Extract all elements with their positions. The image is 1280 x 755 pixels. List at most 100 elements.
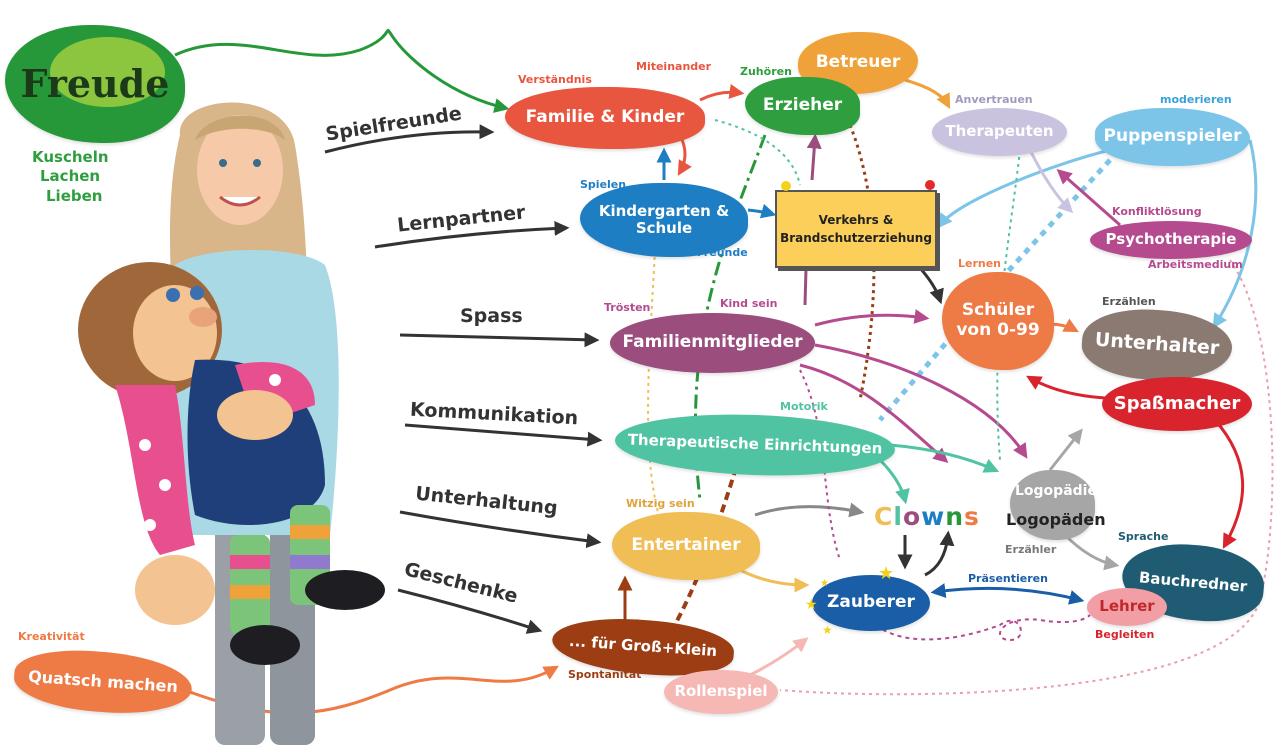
node-kindergarten-line2: Schule: [635, 219, 693, 237]
node-bauchredner-label: Bauchredner: [1138, 568, 1248, 596]
link-therapeuten-psycho: [1028, 149, 1074, 214]
node-zauberer[interactable]: Zauberer: [812, 575, 930, 631]
pin-icon: [781, 181, 791, 191]
node-rollenspiel-label: Rollenspiel: [674, 682, 768, 701]
node-spassmacher-label: Spaßmacher: [1113, 392, 1241, 414]
tag-anvertrauen: Anvertrauen: [955, 93, 1033, 106]
node-lehrer[interactable]: Lehrer: [1087, 588, 1167, 626]
freude-title: Freude: [20, 61, 170, 107]
tag-erzaehler: Erzähler: [1005, 543, 1057, 556]
star-icon: ★: [878, 563, 895, 584]
tag-motorik: Motorik: [780, 400, 828, 413]
node-schueler-line2: von 0-99: [956, 320, 1040, 340]
node-verkehr-line1: Verkehrs &: [818, 213, 894, 227]
tag-kreativitaet: Kreativität: [18, 630, 85, 643]
node-gross-klein-label: ... für Groß+Klein: [568, 632, 718, 661]
node-kindergarten-schule[interactable]: Kindergarten & Schule: [580, 183, 748, 257]
node-logopaeden-label: Logopäden: [1006, 510, 1106, 529]
node-entertainer-label: Entertainer: [631, 535, 741, 556]
node-spassmacher[interactable]: Spaßmacher: [1102, 377, 1252, 431]
link-kiga-verkehr: [747, 203, 777, 219]
tag-praesentieren: Präsentieren: [968, 572, 1048, 585]
star-icon: ★: [822, 623, 833, 637]
link-logo-up: [1048, 428, 1083, 471]
node-freude[interactable]: Freude: [5, 25, 185, 143]
link-erzieher-dotted: [848, 124, 876, 401]
link-puppenspieler-verkehr: [937, 148, 1111, 229]
tag-freunde: Freunde: [697, 246, 748, 259]
link-familienmitglieder-schueler: [814, 309, 930, 327]
link-geschenke: [397, 588, 543, 634]
link-spassmacher-bauchredner: [1213, 419, 1245, 549]
link-spassmacher-unterhalter: [1026, 375, 1106, 400]
tag-begleiten: Begleiten: [1095, 628, 1155, 641]
node-puppenspieler[interactable]: Puppenspieler: [1095, 108, 1250, 166]
clowns-letter-5: s: [964, 502, 980, 531]
tag-konfliktloesung: Konfliktlösung: [1112, 205, 1202, 218]
link-therapeutische-clowns: [878, 458, 910, 505]
link-puppenspieler-unterhalter: [1212, 139, 1258, 329]
link-entertainer-clowns: [754, 502, 865, 518]
clowns-letter-0: C: [874, 502, 894, 531]
link-yellow-dotted: [647, 249, 661, 521]
node-therapeuten-label: Therapeuten: [945, 122, 1054, 141]
link-entertainer-zauberer: [739, 568, 810, 593]
link-teal-dotted: [714, 119, 801, 186]
clowns-letter-3: w: [921, 502, 946, 531]
node-lehrer-label: Lehrer: [1099, 597, 1155, 616]
tag-logopaedie: Logopädie: [1015, 483, 1097, 499]
node-zauberer-label: Zauberer: [827, 592, 915, 613]
star-icon: ★: [820, 578, 829, 589]
node-unterhalter-label: Unterhalter: [1094, 328, 1220, 360]
tag-verstaendnis: Verständnis: [518, 73, 592, 86]
tag-spontanitaet: Spontanität: [568, 668, 642, 681]
node-familienmitglieder-label: Familienmitglieder: [622, 332, 803, 353]
pin-icon: [925, 180, 935, 190]
link-erzieher-dashdot: [693, 134, 767, 501]
link-zauberer-lehrer: [930, 583, 1085, 605]
node-familie-kinder[interactable]: Familie & Kinder: [505, 87, 705, 149]
link-verkehr-schueler: [918, 267, 944, 305]
link-freude-familie: [174, 29, 510, 113]
link-logo-bauchredner: [1063, 533, 1120, 571]
node-erzieher-label: Erzieher: [762, 95, 843, 116]
tag-spielen: Spielen: [580, 178, 627, 191]
freude-sub-0: Kuscheln: [32, 148, 109, 166]
tag-troesten: Trösten: [604, 301, 651, 314]
node-psychotherapie[interactable]: Psychotherapie: [1090, 221, 1252, 259]
tag-moderieren: moderieren: [1160, 93, 1232, 106]
link-familienmitglieder-logo: [814, 343, 1028, 459]
node-puppenspieler-label: Puppenspieler: [1103, 126, 1242, 147]
clowns-letter-4: n: [945, 502, 965, 531]
tag-kind-sein: Kind sein: [720, 297, 778, 310]
node-logopaeden[interactable]: [1010, 470, 1095, 540]
node-familie-label: Familie & Kinder: [525, 107, 685, 128]
node-erzieher[interactable]: Erzieher: [745, 77, 860, 135]
link-puppenspieler-schueler: [998, 158, 1112, 282]
node-betreuer-label: Betreuer: [815, 52, 901, 73]
node-schueler-line1: Schüler: [961, 300, 1035, 321]
link-purple-loop: [869, 614, 1091, 642]
tag-miteinander: Miteinander: [636, 60, 712, 73]
link-unterhaltung: [399, 510, 602, 549]
link-zauberer-clowns: [924, 530, 955, 577]
node-schueler[interactable]: Schüler von 0-99: [942, 272, 1054, 370]
link-familienmitglieder-clowns: [799, 363, 949, 463]
link-lernpartner: [374, 220, 570, 249]
node-therapeutische-label: Therapeutische Einrichtungen: [627, 430, 883, 458]
node-entertainer[interactable]: Entertainer: [612, 512, 760, 580]
link-spass: [399, 332, 600, 348]
clowns-letter-2: o: [902, 502, 922, 531]
freude-sub-1: Lachen: [40, 167, 101, 185]
node-rollenspiel[interactable]: Rollenspiel: [664, 670, 778, 714]
node-verkehr-brandschutz[interactable]: Verkehrs & Brandschutzerziehung: [775, 190, 937, 268]
tag-sprache: Sprache: [1118, 530, 1169, 543]
tag-zuhoeren: Zuhören: [740, 65, 792, 78]
link-erzieher-up: [806, 133, 822, 181]
node-clowns[interactable]: Clowns: [874, 502, 980, 531]
link-spielfreunde: [324, 124, 495, 154]
node-familienmitglieder[interactable]: Familienmitglieder: [610, 313, 815, 373]
node-therapeuten[interactable]: Therapeuten: [932, 108, 1067, 156]
tag-erzaehlen: Erzählen: [1102, 295, 1156, 308]
